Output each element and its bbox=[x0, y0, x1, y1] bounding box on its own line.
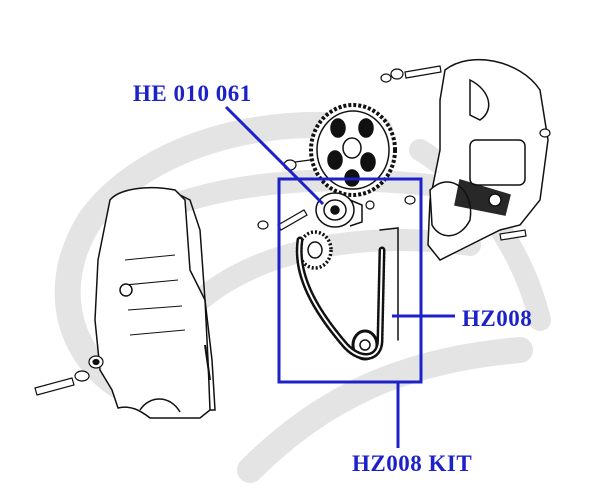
tensioner-pulley bbox=[315, 192, 363, 228]
callout-lines bbox=[224, 105, 455, 448]
camshaft-sprocket bbox=[309, 103, 397, 197]
timing-belt bbox=[295, 227, 399, 360]
part-number-label: HE 010 061 bbox=[133, 81, 252, 106]
front-cover-bolt-icon bbox=[34, 355, 104, 396]
front-timing-cover bbox=[94, 186, 216, 419]
belt-label: HZ008 bbox=[462, 306, 533, 331]
rear-cover-bolt-icon bbox=[380, 65, 551, 241]
kit-label: HZ008 KIT bbox=[352, 451, 473, 476]
rear-timing-cover bbox=[427, 58, 549, 261]
tensioner-bolt-icon bbox=[257, 159, 375, 231]
